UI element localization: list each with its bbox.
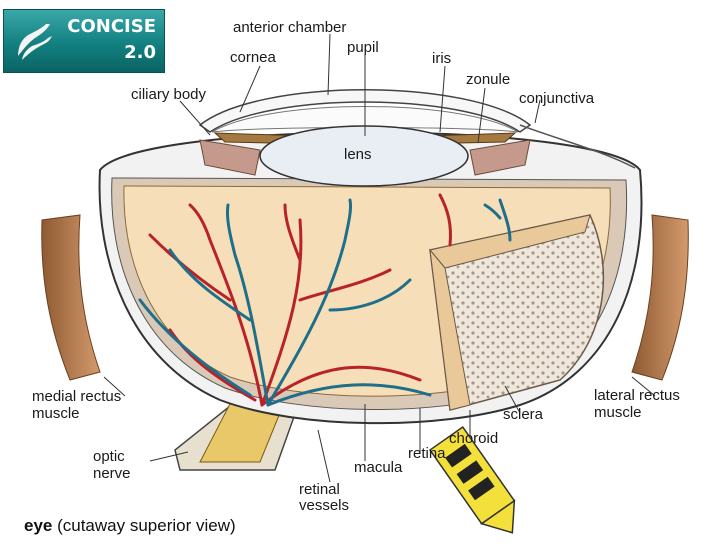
cornea — [198, 89, 532, 133]
label-zonule: zonule — [466, 71, 511, 88]
label-lateral-rectus-muscle: muscle — [594, 404, 642, 421]
figure-caption: eye (cutaway superior view) — [24, 516, 236, 536]
label-lens: lens — [344, 146, 372, 163]
medial-rectus-muscle — [41, 214, 101, 381]
label-retina: retina — [408, 445, 446, 462]
cutaway-wall — [429, 214, 605, 411]
label-cornea: cornea — [230, 49, 276, 66]
label-pupil: pupil — [347, 39, 379, 56]
label-optic: optic — [93, 448, 125, 465]
label-medial-rectus-muscle: muscle — [32, 405, 80, 422]
leader-lines — [103, 33, 656, 483]
label-ciliary-body: ciliary body — [131, 86, 207, 103]
label-sclera: sclera — [503, 406, 544, 423]
caption-rest: (cutaway superior view) — [52, 516, 236, 535]
retinal-veins — [138, 198, 512, 407]
label-medial-rectus: medial rectus — [32, 388, 122, 405]
label-anterior-chamber: anterior chamber — [233, 19, 347, 36]
label-retinal-vessels: vessels — [299, 497, 350, 514]
lens — [259, 125, 469, 187]
label-conjunctiva: conjunctiva — [519, 90, 595, 107]
ciliary-body — [199, 139, 261, 176]
pencil-cursor-icon — [428, 426, 516, 534]
swoosh-icon — [18, 24, 52, 60]
label-macula: macula — [354, 459, 403, 476]
caption-bold: eye — [24, 516, 53, 535]
conjunctiva — [519, 124, 636, 169]
label-iris: iris — [432, 50, 452, 67]
label-optic-nerve: nerve — [93, 465, 131, 482]
logo-version: 2.0 — [124, 42, 156, 63]
label-retinal: retinal — [299, 481, 340, 498]
lateral-rectus-muscle — [631, 214, 689, 381]
logo-brand: CONCISE — [67, 16, 156, 37]
label-choroid: choroid — [449, 430, 499, 447]
ciliary-body-right — [469, 139, 531, 176]
label-lateral-rectus: lateral rectus — [594, 387, 680, 404]
concise-logo: CONCISE 2.0 — [3, 9, 165, 73]
